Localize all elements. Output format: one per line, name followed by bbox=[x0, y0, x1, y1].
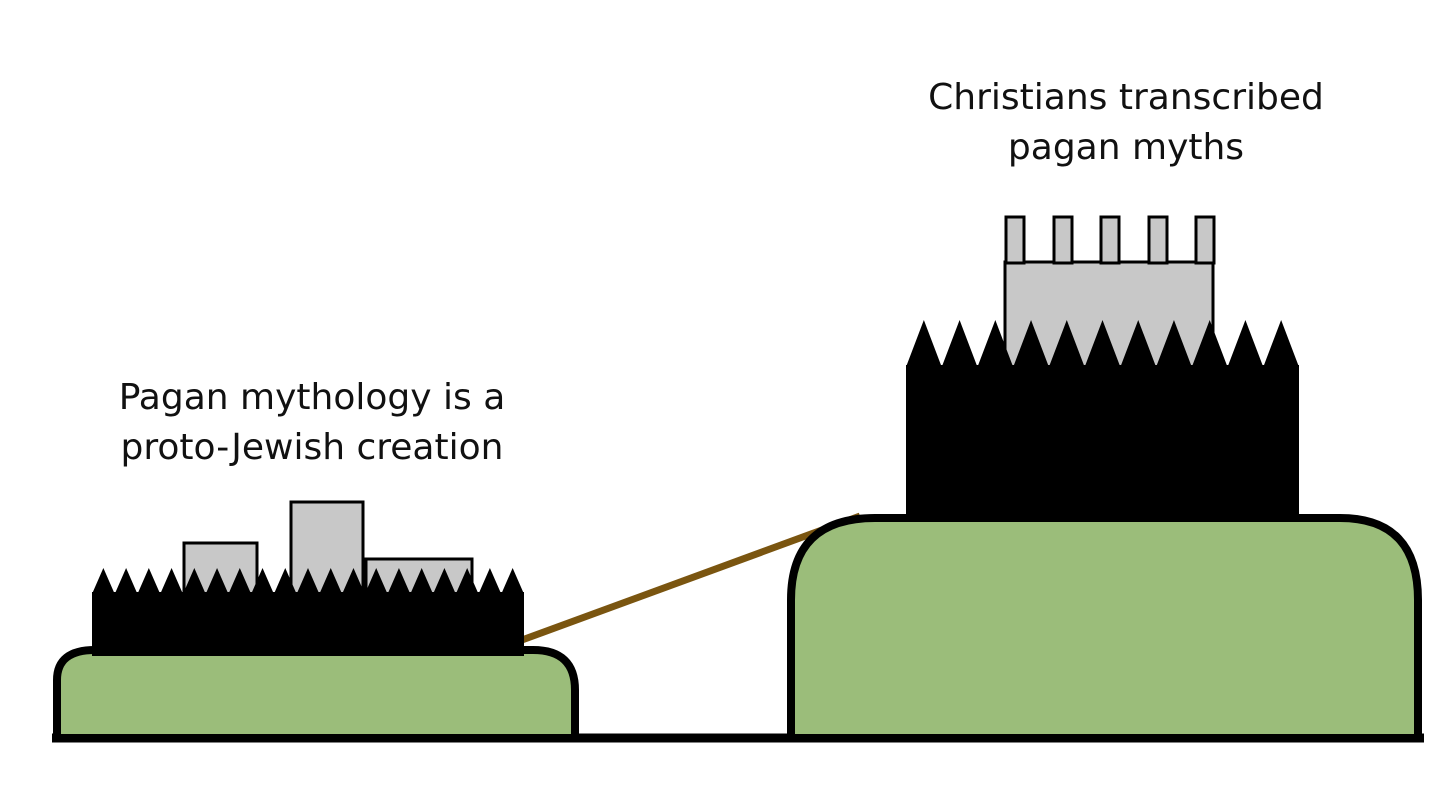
motte-tower-merlon bbox=[1004, 215, 1026, 265]
bridge bbox=[520, 512, 862, 644]
bailey-label-line-1: Pagan mythology is a bbox=[118, 377, 506, 418]
bailey-palisade bbox=[92, 568, 524, 656]
bailey-palisade-spikes bbox=[92, 568, 524, 594]
motte-label: Christians transcribed pagan myths bbox=[876, 73, 1376, 173]
bailey-label-line-2: proto-Jewish creation bbox=[120, 427, 504, 468]
motte-palisade-spikes bbox=[906, 320, 1299, 367]
motte-tower-merlon bbox=[1099, 215, 1121, 265]
motte-tower-merlon bbox=[1052, 215, 1074, 265]
motte-hill bbox=[787, 514, 1422, 742]
motte-tower-merlon bbox=[1147, 215, 1169, 265]
motte-palisade bbox=[906, 320, 1299, 522]
bailey-hill bbox=[53, 646, 579, 742]
motte-palisade-wall bbox=[906, 365, 1299, 522]
motte-label-line-2: pagan myths bbox=[1007, 127, 1245, 168]
motte-tower-merlon bbox=[1194, 215, 1216, 265]
bailey-label: Pagan mythology is a proto-Jewish creati… bbox=[62, 373, 562, 473]
motte-label-line-1: Christians transcribed bbox=[928, 77, 1324, 118]
bailey-palisade-wall bbox=[92, 592, 524, 656]
